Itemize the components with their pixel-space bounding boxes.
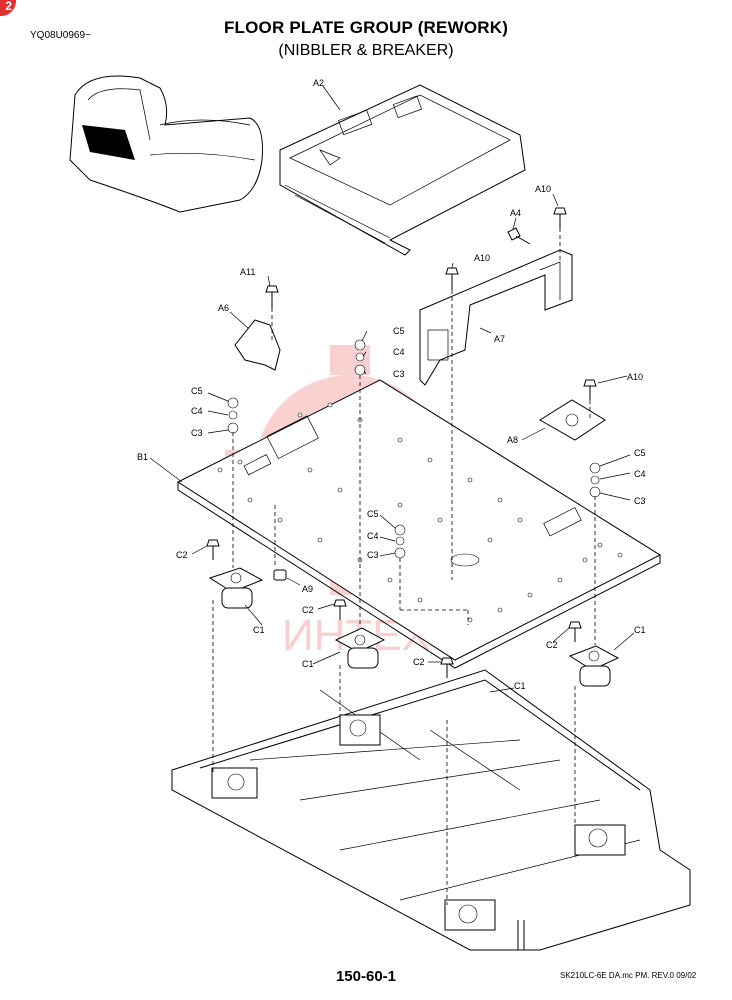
document-footnote: SK210LC-6E DA.mc PM. REV.0 09/02 — [560, 971, 697, 980]
seat-illustration — [69, 75, 263, 213]
callout-c4-d: C4 — [367, 531, 379, 541]
callout-c3-a: C3 — [393, 369, 405, 379]
callout-c1-b: C1 — [302, 659, 314, 669]
page-number: 150-60-1 — [335, 968, 397, 985]
callout-c2-b: C2 — [302, 605, 314, 615]
page-title: FLOOR PLATE GROUP (REWORK) — [223, 18, 509, 37]
callout-a10-top: A10 — [535, 184, 551, 194]
callout-a7: A7 — [494, 334, 505, 344]
callout-a4: A4 — [510, 208, 521, 218]
callout-c4-b: C4 — [191, 406, 203, 416]
callout-c2-d: C2 — [546, 640, 558, 650]
lever-a6 — [234, 319, 281, 371]
upper-frame — [171, 669, 691, 951]
callout-c1-d: C1 — [634, 625, 646, 635]
page-subtitle: (NIBBLER & BREAKER) — [278, 42, 454, 59]
floor-plate-b1 — [176, 379, 662, 669]
callout-c3-b: C3 — [191, 428, 203, 438]
callout-c1-c: C1 — [514, 681, 526, 691]
callout-c5-a: C5 — [393, 326, 405, 336]
callout-c5-c: C5 — [634, 448, 646, 458]
leader-lines — [149, 85, 635, 693]
callout-a2: A2 — [313, 78, 324, 88]
callout-c2-a: C2 — [176, 550, 188, 560]
assembly-lines — [212, 228, 596, 905]
plate-holes — [217, 402, 623, 623]
callout-c4-a: C4 — [393, 347, 405, 357]
fasteners — [206, 207, 601, 678]
callout-a9: A9 — [302, 584, 313, 594]
callout-a6: A6 — [218, 303, 229, 313]
callout-c3-c: C3 — [634, 496, 646, 506]
bracket-a7 — [419, 249, 573, 386]
serial-range: YQ08U0969~ — [30, 30, 91, 41]
callout-c3-d: C3 — [367, 550, 379, 560]
callout-c1-a: C1 — [253, 625, 265, 635]
callout-c5-d: C5 — [367, 509, 379, 519]
callout-c2-c: C2 — [413, 657, 425, 667]
callout-a11: A11 — [240, 267, 255, 277]
callout-b1: B1 — [137, 452, 148, 462]
floor-mat-a2 — [279, 84, 526, 256]
callout-a10-right: A10 — [627, 372, 643, 382]
callout-a10-mid: A10 — [474, 253, 490, 263]
callout-c5-b: C5 — [191, 386, 203, 396]
callout-a8: A8 — [507, 435, 518, 445]
callout-c4-c: C4 — [634, 469, 646, 479]
